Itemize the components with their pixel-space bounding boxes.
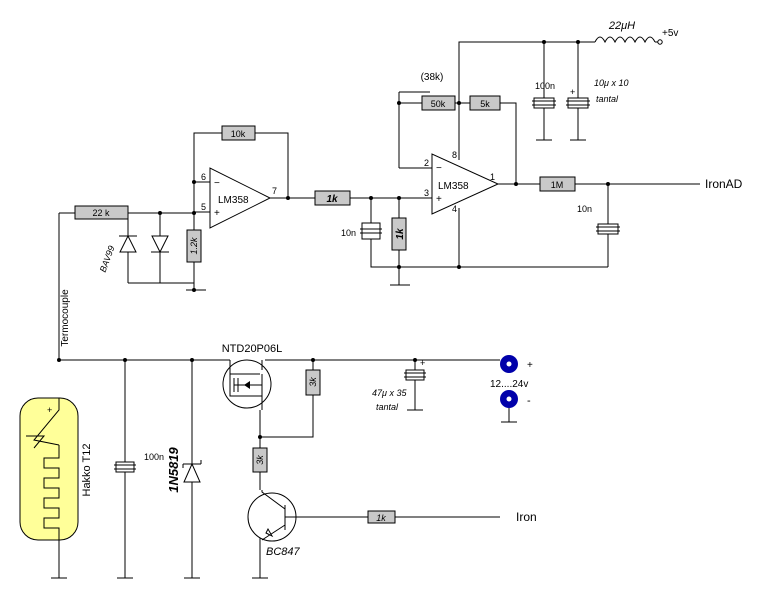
diode-bav99-right: BAV99: [98, 235, 169, 274]
junction-dots: [57, 40, 610, 439]
capacitor-10u-plus: +: [570, 87, 575, 97]
opamp-1-label: LM358: [218, 195, 249, 206]
wires: [51, 41, 700, 579]
resistor-3k-gate: 3k: [305, 369, 321, 396]
opamp-1-pin7: 7: [272, 186, 277, 196]
heater-label: Hakko T12: [81, 444, 93, 497]
capacitor-100n-top-label: 100n: [535, 81, 555, 91]
resistor-1k2: 1.2k: [186, 229, 202, 263]
net-ironad-label: IronAD: [705, 177, 743, 191]
resistor-50k: 50k (38k): [421, 72, 456, 111]
thermocouple-label: Termocouple: [60, 289, 71, 347]
diode-bav99-label: BAV99: [98, 244, 117, 273]
resistor-1k-a-label: 1k: [326, 194, 338, 205]
inductor-22uh-label: 22μH: [608, 20, 635, 32]
opamp-2-pin1: 1: [490, 172, 495, 182]
resistor-1m: 1M: [539, 176, 576, 192]
resistor-3k-gate-label: 3k: [308, 377, 318, 387]
mosfet-label: NTD20P06L: [222, 343, 283, 355]
opamp-2-pin3: 3: [424, 188, 429, 198]
opamp-2: LM358 − + 2 3 1 8 4: [424, 150, 500, 215]
capacitor-47u-label: 47μ x 35: [372, 388, 407, 398]
opamp-1-minus: −: [214, 178, 220, 189]
heater-plus: +: [47, 405, 52, 415]
resistor-1k2-label: 1.2k: [189, 237, 199, 255]
capacitor-10n-a: 10n: [341, 222, 382, 240]
capacitor-100n-top: 100n: [532, 81, 556, 109]
opamp-2-plus: +: [436, 194, 442, 205]
capacitor-10n-a-label: 10n: [341, 228, 356, 238]
vcc-5v-label: +5v: [662, 28, 678, 39]
net-iron-label: Iron: [516, 510, 537, 524]
supply-plus-label: +: [527, 360, 533, 371]
resistor-50k-note: (38k): [421, 72, 444, 83]
resistor-1k-b: 1k: [391, 217, 407, 251]
resistor-1m-label: 1M: [551, 180, 564, 190]
capacitor-10u-label: 10μ x 10: [594, 78, 628, 88]
capacitor-10u: + 10μ x 10 tantal: [566, 78, 628, 109]
bjt-label: BC847: [266, 546, 301, 558]
resistor-10k: 10k: [221, 125, 256, 141]
capacitor-47u-type: tantal: [376, 402, 399, 412]
resistor-10k-label: 10k: [231, 129, 246, 139]
resistor-5k-label: 5k: [480, 99, 490, 109]
resistor-3k-base-label: 3k: [255, 455, 265, 465]
opamp-2-minus: −: [436, 163, 442, 174]
resistor-1k-b-label: 1k: [395, 228, 406, 240]
opamp-1: LM358 − + 6 5 7: [201, 167, 277, 229]
diode-1n5819-label: 1N5819: [166, 446, 181, 492]
resistor-5k: 5k: [469, 95, 501, 111]
capacitor-100n-low: 100n: [114, 452, 164, 473]
capacitor-47u-plus: +: [420, 358, 425, 368]
opamp-2-pin2: 2: [424, 158, 429, 168]
bjt-bc847: BC847: [247, 490, 301, 558]
opamp-2-pin8: 8: [452, 150, 457, 160]
resistor-50k-label: 50k: [431, 99, 446, 109]
mosfet-ntd20p06l: NTD20P06L: [222, 343, 283, 410]
resistor-1k-iron-label: 1k: [376, 513, 386, 523]
hakko-t12-element: + Hakko T12 Termocouple: [19, 289, 93, 541]
resistor-1k-iron: 1k: [367, 510, 396, 524]
resistor-22k-label: 22 k: [92, 208, 110, 218]
capacitor-10n-b: 10n: [577, 204, 620, 235]
resistor-3k-base: 3k: [252, 447, 268, 473]
supply-minus-terminal: -: [500, 390, 531, 408]
diode-1n5819: 1N5819: [166, 446, 202, 493]
capacitor-10n-b-label: 10n: [577, 204, 592, 214]
supply-voltage-label: 12....24v: [490, 379, 528, 390]
opamp-2-label: LM358: [438, 181, 469, 192]
opamp-1-pin5: 5: [201, 202, 206, 212]
opamp-1-pin6: 6: [201, 172, 206, 182]
diode-bav99-left: [119, 234, 137, 253]
resistor-22k: 22 k: [74, 205, 129, 220]
opamp-1-plus: +: [214, 208, 220, 219]
supply-minus-label: -: [527, 395, 531, 407]
capacitor-47u: + 47μ x 35 tantal: [372, 358, 426, 412]
capacitor-10u-type: tantal: [596, 94, 619, 104]
capacitor-100n-low-label: 100n: [144, 452, 164, 462]
supply-plus-terminal: + 12....24v: [490, 355, 533, 390]
opamp-2-pin4: 4: [452, 204, 457, 214]
inductor-22uh: 22μH +5v: [594, 20, 678, 45]
resistor-1k-a: 1k: [314, 190, 351, 206]
